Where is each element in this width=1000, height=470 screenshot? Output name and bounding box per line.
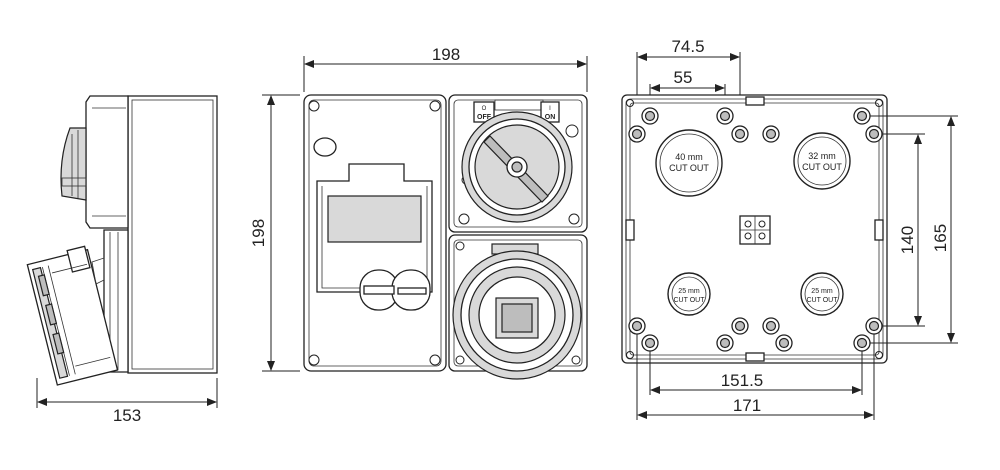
front-width-label: 198 bbox=[432, 45, 460, 64]
center-bracket bbox=[739, 215, 771, 245]
off-label: OFF bbox=[477, 114, 492, 121]
side-body bbox=[127, 95, 218, 374]
cutout-25mm-right-size: 25 mm bbox=[811, 288, 833, 295]
rear-dim-bottom-outer: 171 bbox=[733, 396, 761, 415]
rear-dim-bottom-inner: 151.5 bbox=[721, 371, 764, 390]
cutout-40mm-text: CUT OUT bbox=[669, 163, 709, 173]
front-view: 198 198 O OFF I ON bbox=[249, 45, 588, 380]
front-height-label: 198 bbox=[249, 219, 268, 247]
rear-view: 74.5 55 bbox=[621, 37, 958, 420]
cutout-32mm-text: CUT OUT bbox=[802, 162, 842, 172]
indicator-lens bbox=[313, 137, 337, 157]
mounting-holes bbox=[628, 107, 883, 352]
cutout-25mm-right-text: CUT OUT bbox=[807, 297, 839, 304]
cutout-25mm-left-size: 25 mm bbox=[678, 288, 700, 295]
front-window bbox=[327, 195, 422, 243]
cutout-25mm-right: 25 mm CUT OUT bbox=[800, 272, 844, 316]
on-mark: I bbox=[549, 106, 551, 112]
on-marker bbox=[540, 101, 560, 123]
cutout-32mm-size: 32 mm bbox=[808, 151, 836, 161]
side-body-inner bbox=[131, 99, 214, 370]
rotary-switch-knob[interactable] bbox=[461, 111, 573, 223]
cutout-32mm: 32 mm CUT OUT bbox=[793, 132, 851, 190]
side-view: 153 bbox=[26, 95, 218, 425]
side-knob bbox=[60, 127, 87, 201]
off-mark: O bbox=[482, 106, 487, 112]
off-marker bbox=[473, 101, 495, 123]
rear-dim-top-inner: 55 bbox=[674, 68, 693, 87]
cutout-25mm-left-text: CUT OUT bbox=[674, 297, 706, 304]
cutout-25mm-left: 25 mm CUT OUT bbox=[667, 272, 711, 316]
cutout-40mm: 40 mm CUT OUT bbox=[655, 129, 723, 197]
side-switch-housing bbox=[85, 95, 129, 229]
socket-outlet bbox=[452, 250, 582, 380]
rear-dim-top-outer: 74.5 bbox=[671, 37, 704, 56]
side-socket bbox=[26, 245, 119, 386]
cutout-40mm-size: 40 mm bbox=[675, 152, 703, 162]
rear-dim-right-outer: 165 bbox=[931, 224, 950, 252]
on-label: ON bbox=[545, 114, 556, 121]
side-width-label: 153 bbox=[113, 406, 141, 425]
rear-dim-right-inner: 140 bbox=[898, 226, 917, 254]
